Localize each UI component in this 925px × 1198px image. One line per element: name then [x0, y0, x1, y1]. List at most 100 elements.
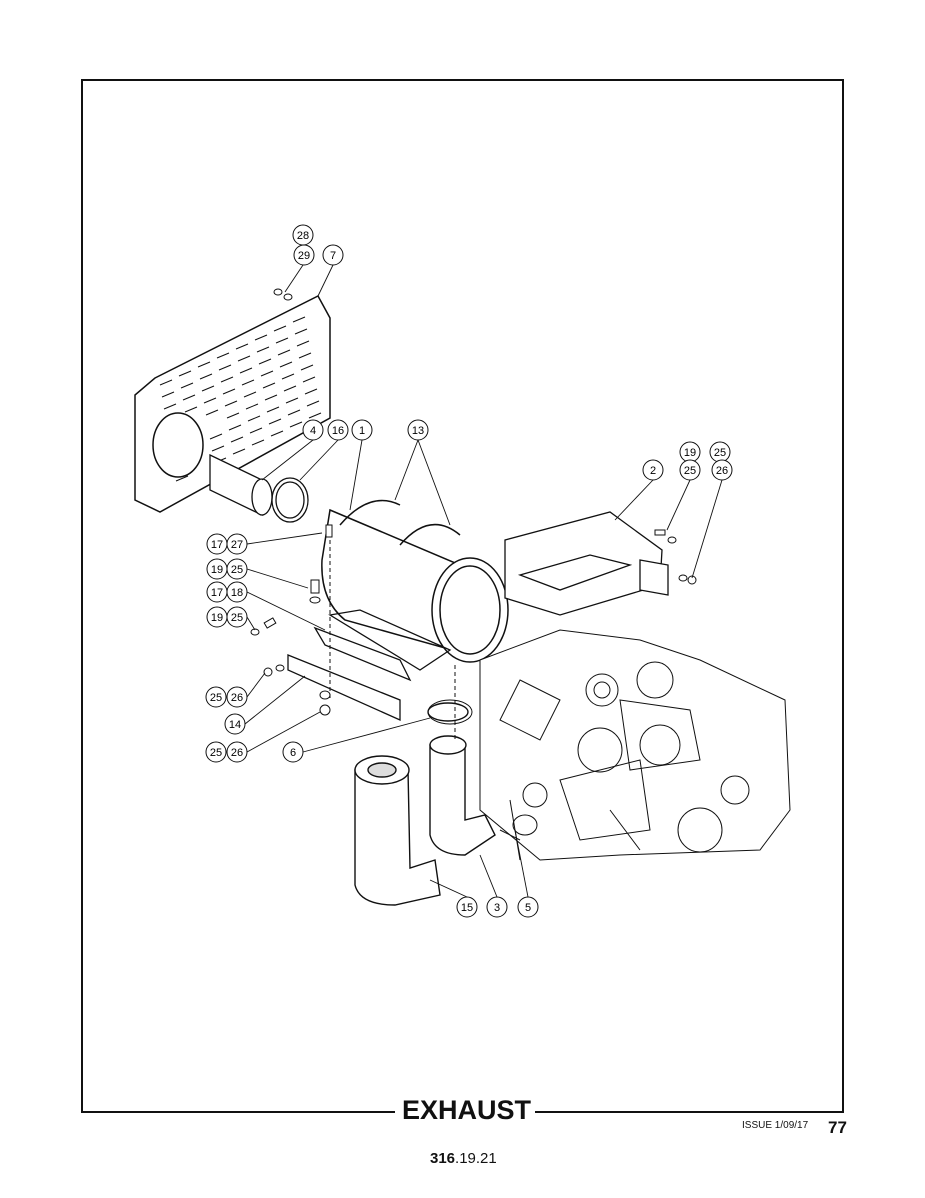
- callout-circle: [322, 244, 344, 266]
- callout: 28: [292, 224, 314, 246]
- grille-panel: [134, 295, 331, 513]
- grille-slot: [249, 427, 263, 434]
- callout: 26: [711, 459, 733, 481]
- callout-number: 25: [684, 465, 696, 477]
- callout-circle: [282, 741, 304, 763]
- tube-and-clamp: [209, 453, 309, 523]
- callout: 15: [456, 896, 478, 918]
- callout: 25: [205, 741, 227, 763]
- callout-circle: [679, 459, 701, 481]
- grille-slot: [254, 334, 268, 341]
- callout: 17: [206, 581, 228, 603]
- callout-circle: [205, 686, 227, 708]
- grille-slot: [308, 412, 322, 419]
- lower-support: [287, 609, 452, 722]
- grille-slot: [209, 433, 223, 440]
- grille-slot: [281, 373, 295, 380]
- grille-slot: [277, 349, 291, 356]
- callout: 19: [206, 606, 228, 628]
- callout-circle: [642, 459, 664, 481]
- grille-slot: [302, 376, 316, 383]
- grille-slot: [285, 397, 299, 404]
- issue-date: ISSUE 1/09/17: [742, 1120, 809, 1131]
- page-title: EXHAUST: [398, 1095, 536, 1126]
- grille-slot: [199, 373, 213, 380]
- callout-circle: [205, 741, 227, 763]
- callout-number: 19: [211, 564, 223, 576]
- callout-number: 19: [684, 447, 696, 459]
- silencer: [321, 499, 509, 663]
- grille-slot: [262, 382, 276, 389]
- callout: 1: [351, 419, 373, 441]
- callout-number: 18: [231, 587, 243, 599]
- callout-number: 7: [330, 250, 336, 262]
- grille-slot: [232, 448, 246, 455]
- grille-slot: [300, 364, 314, 371]
- grille-slot: [220, 376, 234, 383]
- callout-circle: [711, 459, 733, 481]
- callout-number: 2: [650, 465, 656, 477]
- callout-number: 28: [297, 230, 309, 242]
- callout-number: 25: [210, 692, 222, 704]
- callout-circle: [302, 419, 324, 441]
- grille-slot: [216, 352, 230, 359]
- callout: 19: [206, 558, 228, 580]
- page-frame: [81, 79, 844, 1113]
- callout-circle: [226, 686, 248, 708]
- callout-number: 25: [714, 447, 726, 459]
- callout: 19: [679, 441, 701, 463]
- callout-number: 16: [332, 425, 344, 437]
- grille-slot: [178, 370, 192, 377]
- callout: 14: [224, 713, 246, 735]
- grille-slot: [237, 355, 251, 362]
- grille-slot: [296, 340, 310, 347]
- callout-circle: [407, 419, 429, 441]
- grille-slot: [184, 406, 198, 413]
- grille-slot: [211, 445, 225, 452]
- grille-slot: [163, 403, 177, 410]
- reference-rest: .19.21: [455, 1150, 497, 1167]
- callout-number: 5: [525, 902, 531, 914]
- grille-slot: [275, 337, 289, 344]
- callout-number: 25: [231, 612, 243, 624]
- callout: 25: [226, 606, 248, 628]
- grille-slot: [289, 421, 303, 428]
- callout-number: 4: [310, 425, 316, 437]
- callout-number: 27: [231, 539, 243, 551]
- grille-slot: [243, 391, 257, 398]
- callout: 25: [709, 441, 731, 463]
- grille-slot: [245, 403, 259, 410]
- grille-slot: [228, 424, 242, 431]
- callout: 27: [226, 533, 248, 555]
- grille-slot: [306, 400, 320, 407]
- grille-slot: [235, 343, 249, 350]
- callout-number: 26: [231, 747, 243, 759]
- grille-slot: [260, 370, 274, 377]
- callout: 2: [642, 459, 664, 481]
- callout-number: 17: [211, 539, 223, 551]
- mounting-bracket: [504, 511, 669, 616]
- grille-slot: [251, 439, 265, 446]
- callout-circle: [226, 558, 248, 580]
- callout-number: 17: [211, 587, 223, 599]
- grille-slot: [222, 388, 236, 395]
- callout-number: 25: [231, 564, 243, 576]
- engine-assembly: [479, 629, 791, 861]
- fasteners: [250, 288, 697, 836]
- grille-slot: [180, 382, 194, 389]
- callout-number: 25: [210, 747, 222, 759]
- grille-slot: [161, 391, 175, 398]
- callout: 5: [517, 896, 539, 918]
- grille-slot: [159, 379, 173, 386]
- exhaust-pipes: [354, 702, 496, 906]
- callout-number: 3: [494, 902, 500, 914]
- grille-slot: [224, 400, 238, 407]
- callout-number: 29: [298, 250, 310, 262]
- callout: 17: [206, 533, 228, 555]
- grille-slot: [304, 388, 318, 395]
- callout-circle: [456, 896, 478, 918]
- reference-bold: 316: [430, 1150, 456, 1167]
- leader-lines: [244, 264, 723, 898]
- grille-slot: [226, 412, 240, 419]
- grille-slot: [287, 409, 301, 416]
